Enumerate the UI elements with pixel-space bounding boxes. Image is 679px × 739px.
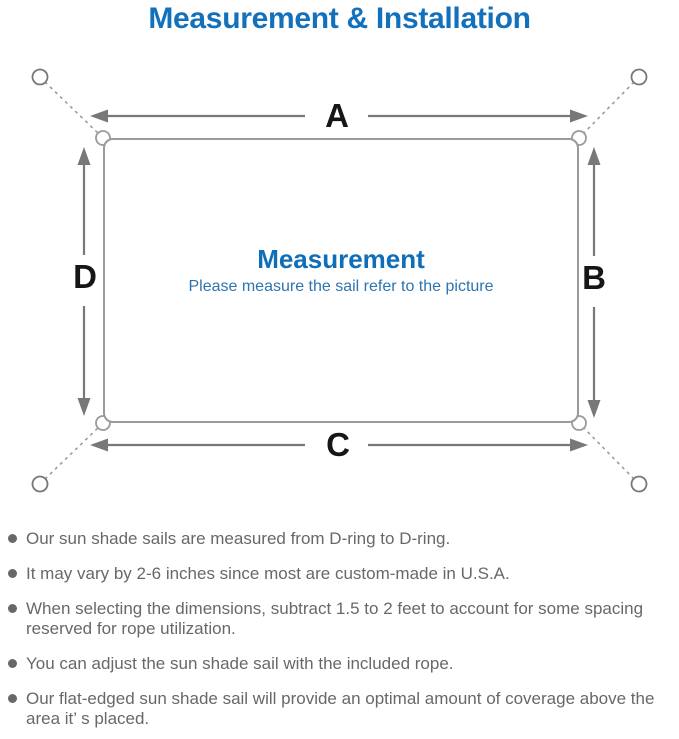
dimension-label-b: B (582, 259, 606, 296)
note-text: When selecting the dimensions, subtract … (26, 599, 644, 638)
tether-line-top-right (580, 81, 635, 137)
bullet-icon (8, 694, 17, 703)
list-item: You can adjust the sun shade sail with t… (8, 654, 666, 674)
dimension-label-c: C (326, 426, 350, 463)
note-text: Our sun shade sails are measured from D-… (26, 529, 451, 548)
dimension-label-a: A (325, 97, 349, 134)
bullet-icon (8, 604, 17, 613)
note-text: You can adjust the sun shade sail with t… (26, 654, 454, 673)
arrowhead-down-icon (587, 400, 601, 418)
tether-line-bottom-right (580, 424, 635, 480)
diagram-subheading: Please measure the sail refer to the pic… (188, 278, 494, 295)
tether-line-group (44, 81, 635, 480)
dimension-label-d: D (73, 258, 97, 295)
bullet-icon (8, 569, 17, 578)
arrowhead-left-icon (90, 109, 108, 123)
list-item: When selecting the dimensions, subtract … (8, 599, 666, 639)
arrowhead-up-icon (77, 147, 91, 165)
note-text: Our flat-edged sun shade sail will provi… (26, 689, 655, 728)
arrowhead-down-icon (77, 398, 91, 416)
anchor-ring-icon (630, 475, 648, 493)
anchor-ring-icon (630, 68, 648, 86)
tether-line-bottom-left (44, 424, 102, 480)
arrowhead-up-icon (587, 147, 601, 165)
anchor-ring-group (31, 68, 648, 493)
bullet-icon (8, 534, 17, 543)
corner-d-ring-group (95, 130, 587, 431)
list-item: Our sun shade sails are measured from D-… (8, 529, 666, 549)
anchor-ring-icon (31, 68, 49, 86)
arrowhead-left-icon (90, 438, 108, 452)
note-text: It may vary by 2-6 inches since most are… (26, 564, 510, 583)
list-item: It may vary by 2-6 inches since most are… (8, 564, 666, 584)
arrowhead-right-icon (570, 438, 588, 452)
diagram-heading: Measurement (257, 244, 425, 274)
sail-outline (103, 138, 579, 423)
page-title: Measurement & Installation (148, 2, 531, 35)
bullet-icon (8, 659, 17, 668)
notes-list: Our sun shade sails are measured from D-… (8, 529, 666, 739)
anchor-ring-icon (31, 475, 49, 493)
tether-line-top-left (44, 81, 102, 137)
list-item: Our flat-edged sun shade sail will provi… (8, 689, 666, 729)
arrowhead-right-icon (570, 109, 588, 123)
dimension-arrow-group (77, 109, 601, 452)
